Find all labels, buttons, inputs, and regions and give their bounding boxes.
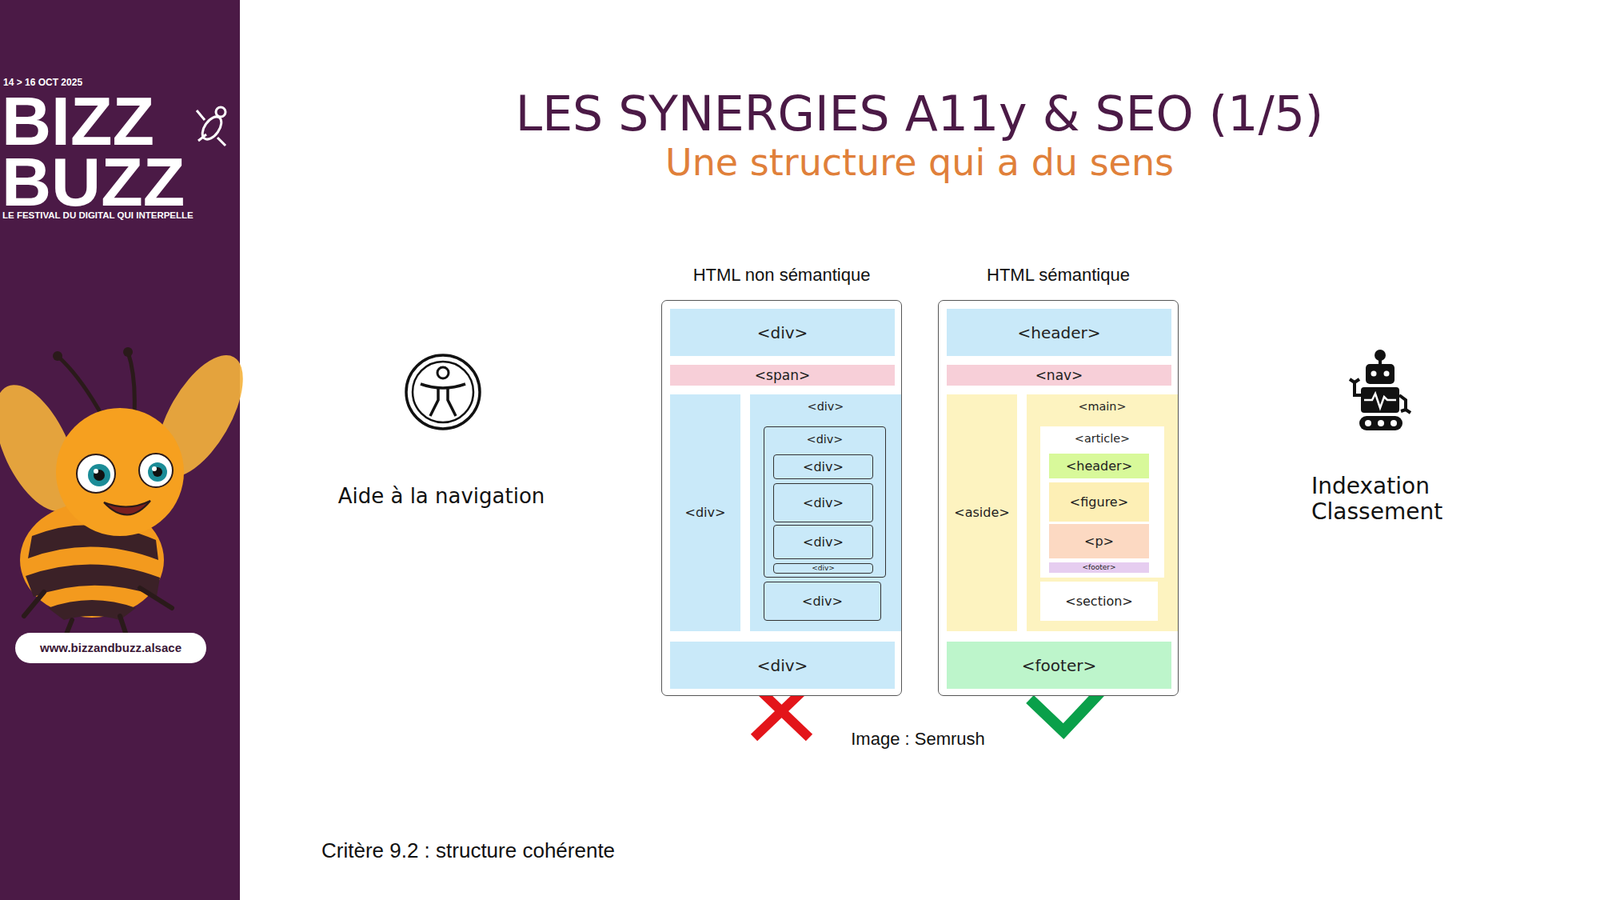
html-element-box: <article> <header> <figure> <p> <footer> xyxy=(1040,426,1165,578)
layout-frame: HTML sémantique<header><nav><aside><main… xyxy=(937,299,1179,696)
element-tag: <div> xyxy=(802,495,844,511)
html-element-box: <div> <div> <div> <div> <div> xyxy=(763,426,886,578)
element-tag: <section> xyxy=(1065,594,1133,609)
element-tag: <div> xyxy=(802,459,844,475)
html-element-box: <header> xyxy=(1049,453,1150,479)
website-url: www.bizzandbuzz.alsace xyxy=(15,632,207,663)
element-tag: <div> xyxy=(811,564,835,573)
html-element-box: <nav> xyxy=(946,364,1172,386)
column-heading: HTML sémantique xyxy=(938,265,1178,285)
html-element-box: <div> xyxy=(670,641,895,689)
element-tag: <header> xyxy=(1065,458,1133,474)
slide-subtitle: Une structure qui a du sens xyxy=(399,140,1440,185)
html-element-box: <footer> xyxy=(946,641,1172,689)
logo-word: BUZZ xyxy=(1,147,185,216)
element-tag: <div> xyxy=(764,426,886,447)
element-tag: <div> xyxy=(802,534,844,550)
html-element-box: <figure> xyxy=(1049,482,1150,522)
element-tag: <nav> xyxy=(1035,367,1084,384)
image-credit: Image : Semrush xyxy=(758,728,1078,750)
logo-insect xyxy=(196,107,226,146)
logo-tagline: LE FESTIVAL DU DIGITAL QUI INTERPELLE xyxy=(2,210,194,222)
benefit-label: Indexation Classement xyxy=(1311,473,1484,525)
bee-mascot xyxy=(0,341,260,640)
html-element-box: <section> xyxy=(1040,581,1158,621)
html-element-box: <div> xyxy=(773,482,874,523)
element-tag: <article> xyxy=(1040,426,1165,446)
element-tag: <div> xyxy=(757,656,809,675)
html-element-box: <div> xyxy=(773,454,874,479)
html-element-box: <div> xyxy=(773,524,874,559)
html-element-box: <main> <article> <header> <figure> <p> <foote… xyxy=(1026,394,1178,631)
element-tag: <div> xyxy=(685,505,727,520)
html-element-box: <div> xyxy=(763,581,882,621)
html-element-box: <div> xyxy=(773,562,874,574)
slide-title: LES SYNERGIES A11y & SEO (1/5) xyxy=(399,84,1440,143)
element-tag: <figure> xyxy=(1069,494,1129,510)
element-tag: <div> xyxy=(750,394,902,414)
logo-word: BIZZ xyxy=(1,86,155,156)
element-tag: <main> xyxy=(1026,394,1178,414)
html-element-box: <span> xyxy=(670,364,895,386)
element-tag: <p> xyxy=(1084,534,1114,549)
element-tag: <aside> xyxy=(953,505,1010,520)
benefit-label: Aide à la navigation xyxy=(281,482,602,510)
element-tag: <footer> xyxy=(1081,563,1116,572)
html-element-box: <div> xyxy=(670,394,741,631)
accessibility-icon xyxy=(406,355,480,429)
criterion-note: Critère 9.2 : structure cohérente xyxy=(321,837,615,863)
element-tag: <div> xyxy=(801,594,843,609)
column-heading: HTML non sémantique xyxy=(662,265,902,285)
element-tag: <footer> xyxy=(1021,656,1097,675)
layout-frame: HTML non sémantique<div><span><div><div>… xyxy=(661,299,902,696)
element-tag: <div> xyxy=(757,323,809,342)
html-element-box: <p> xyxy=(1049,523,1150,559)
html-element-box: <div> <div> <div> <div> <div> <div> <div> xyxy=(750,394,902,631)
html-element-box: <footer> xyxy=(1049,562,1150,573)
html-element-box: <aside> xyxy=(946,394,1018,631)
element-tag: <header> xyxy=(1017,323,1102,342)
html-element-box: <header> xyxy=(946,308,1172,356)
element-tag: <span> xyxy=(754,367,810,384)
html-element-box: <div> xyxy=(670,308,895,356)
url-pill xyxy=(15,632,207,663)
robot-icon xyxy=(1349,349,1411,431)
